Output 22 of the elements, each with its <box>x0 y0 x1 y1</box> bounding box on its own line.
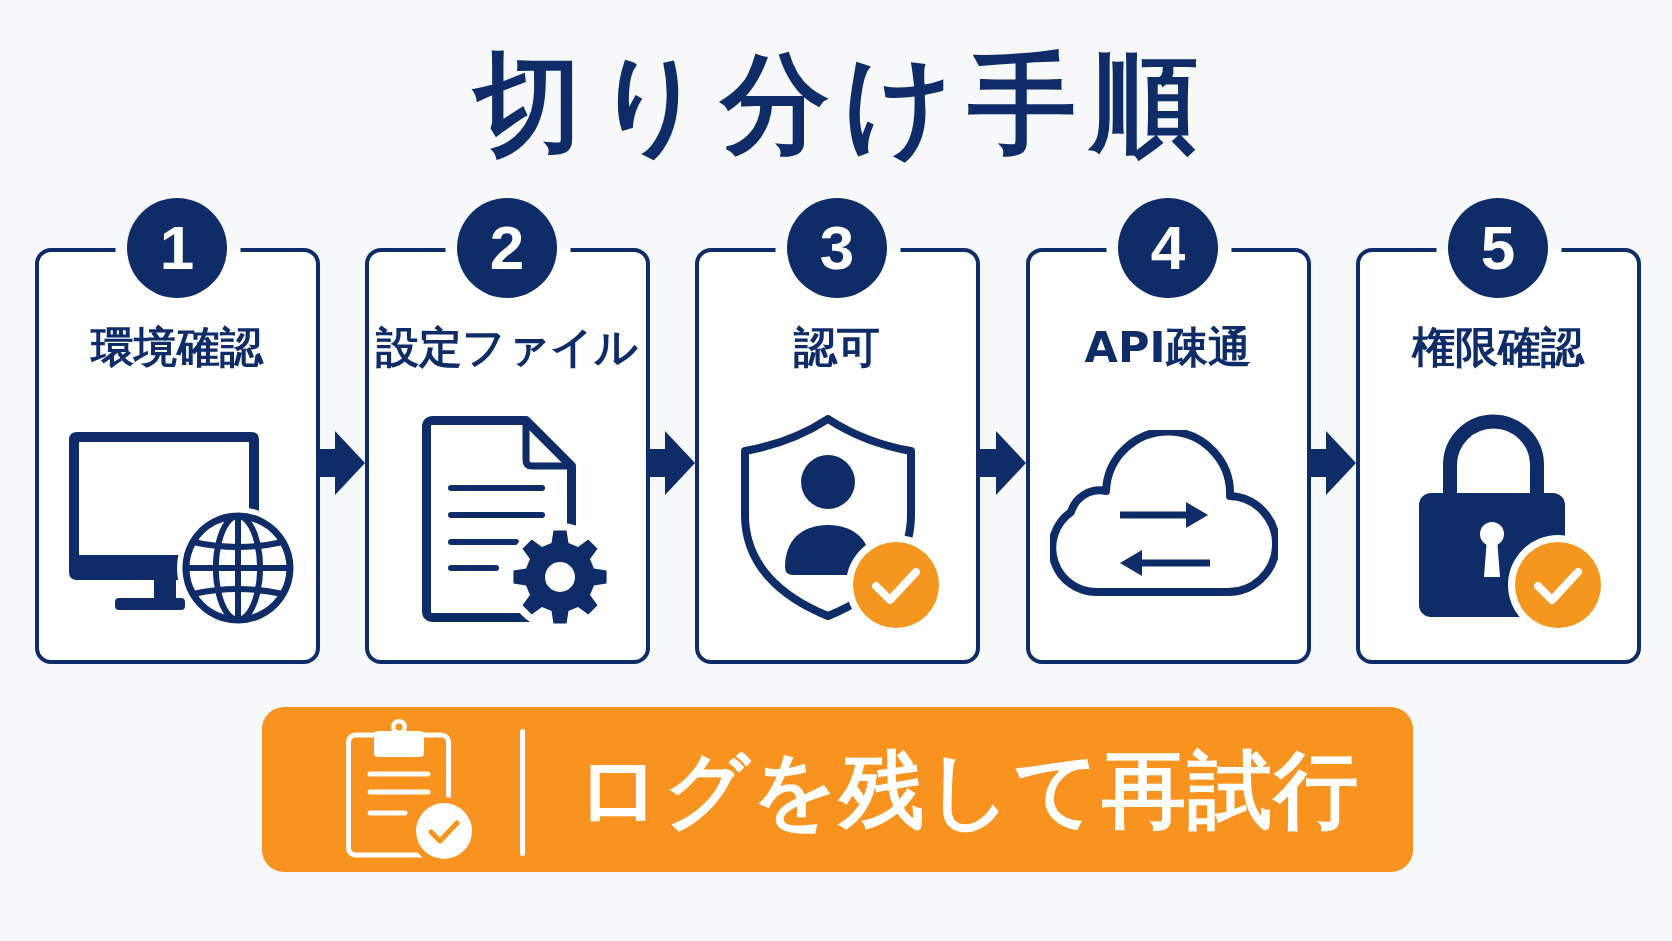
step-number-badge: 3 <box>787 198 887 298</box>
arrow <box>980 431 1026 495</box>
diagram-title: 切り分け手順 <box>474 40 1212 168</box>
step-card <box>1026 198 1311 664</box>
step-title: 認可 <box>794 321 880 374</box>
step-number-badge: 5 <box>1448 198 1548 298</box>
step-number-badge: 4 <box>1118 198 1218 298</box>
step-number-badge: 1 <box>127 198 227 298</box>
step-card <box>695 198 980 664</box>
step-card <box>1356 198 1641 664</box>
step-card <box>35 198 320 664</box>
step-card <box>365 198 650 664</box>
step-title: 設定ファイル <box>376 321 638 374</box>
arrow <box>320 431 365 495</box>
step-title: API疎通 <box>1084 321 1252 374</box>
banner-text: ログを残して再試行 <box>576 745 1360 835</box>
step-title: 環境確認 <box>91 321 263 374</box>
arrow <box>650 431 695 495</box>
step-number-badge: 2 <box>457 198 557 298</box>
arrow <box>1311 431 1356 495</box>
step-title: 権限確認 <box>1412 321 1584 374</box>
action-banner <box>262 707 1413 872</box>
